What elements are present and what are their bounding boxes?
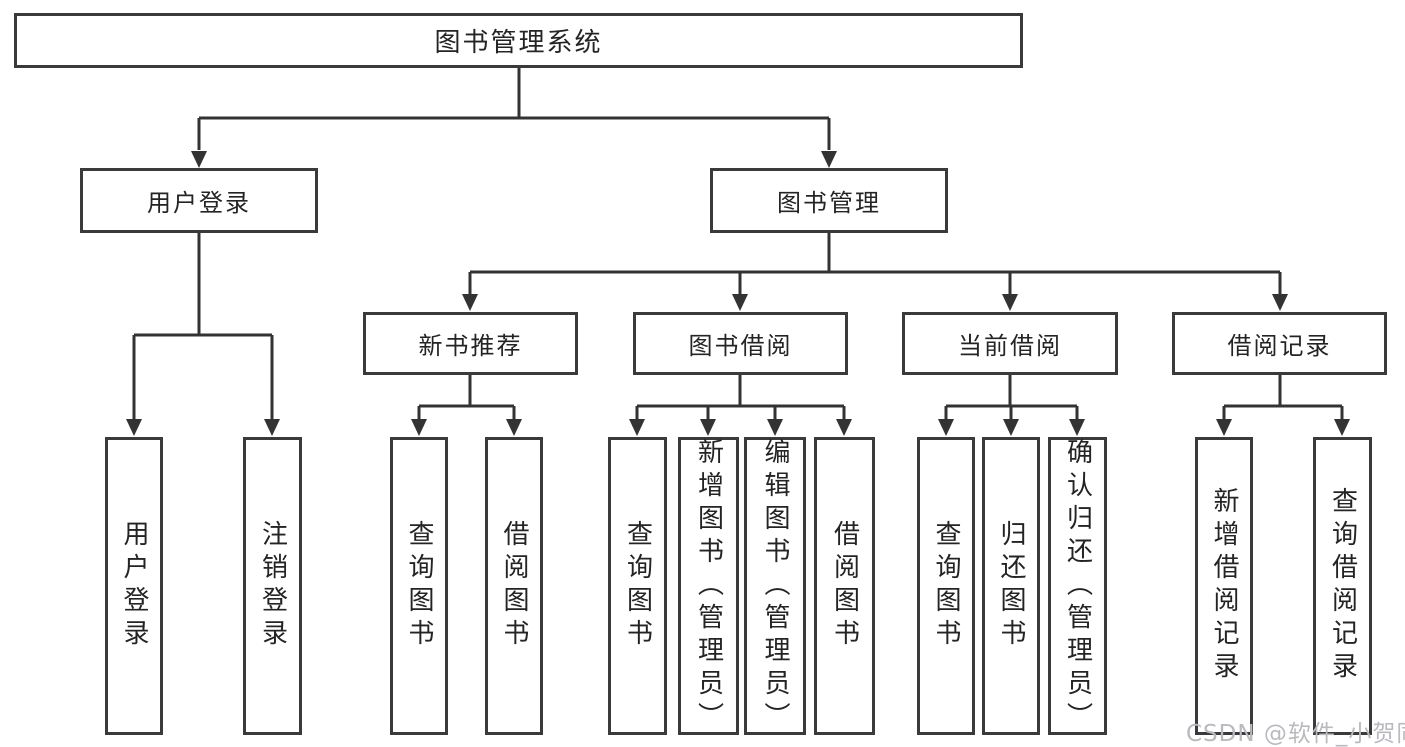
node-new-book-recommend-label: 新书推荐 [418,332,523,360]
leaf-add-book-admin: 新增图书（管理员） [678,437,739,735]
leaf-add-book-admin-label: 新增图书（管理员） [693,437,724,735]
leaf-query-book-current: 查询图书 [917,437,975,735]
leaf-add-borrow-record: 新增借阅记录 [1195,437,1253,735]
leaf-borrow-book-label: 借阅图书 [829,520,860,652]
leaf-query-borrow-record: 查询借阅记录 [1313,437,1372,735]
leaf-edit-book-admin-label: 编辑图书（管理员） [760,437,790,735]
node-root: 图书管理系统 [14,13,1023,68]
node-book-management: 图书管理 [710,168,948,233]
leaf-query-book-borrow-label: 查询图书 [622,520,653,652]
leaf-logout-label: 注销登录 [257,520,288,652]
node-book-management-label: 图书管理 [777,189,881,217]
leaf-query-book-current-label: 查询图书 [931,520,961,652]
leaf-user-login-label: 用户登录 [119,520,149,652]
leaf-borrow-book: 借阅图书 [814,437,875,735]
leaf-query-borrow-record-label: 查询借阅记录 [1327,487,1358,685]
node-book-borrow-label: 图书借阅 [688,332,793,360]
leaf-logout: 注销登录 [243,437,302,735]
node-root-label: 图书管理系统 [434,28,603,58]
csdn-watermark: CSDN @软件_小贺同学 [1186,721,1405,747]
node-current-borrow-label: 当前借阅 [958,332,1062,360]
node-book-borrow: 图书借阅 [633,312,848,375]
leaf-confirm-return-admin-label: 确认归还（管理员） [1062,437,1093,735]
node-current-borrow: 当前借阅 [902,312,1118,375]
leaf-borrow-book-recommend: 借阅图书 [485,437,543,735]
node-user-login-label: 用户登录 [147,189,251,217]
leaf-return-book-label: 归还图书 [996,520,1026,652]
leaf-confirm-return-admin: 确认归还（管理员） [1048,437,1107,735]
node-user-login: 用户登录 [80,168,318,233]
leaf-query-book-recommend-label: 查询图书 [404,520,434,652]
leaf-query-book-borrow: 查询图书 [608,437,667,735]
node-borrow-record: 借阅记录 [1172,312,1387,375]
node-borrow-record-label: 借阅记录 [1227,332,1332,360]
node-new-book-recommend: 新书推荐 [363,312,578,375]
leaf-edit-book-admin: 编辑图书（管理员） [744,437,806,735]
leaf-borrow-book-recommend-label: 借阅图书 [499,520,529,652]
leaf-user-login: 用户登录 [105,437,163,735]
leaf-return-book: 归还图书 [982,437,1040,735]
arrowheads [126,151,1350,436]
leaf-query-book-recommend: 查询图书 [390,437,448,735]
leaf-add-borrow-record-label: 新增借阅记录 [1209,487,1239,685]
